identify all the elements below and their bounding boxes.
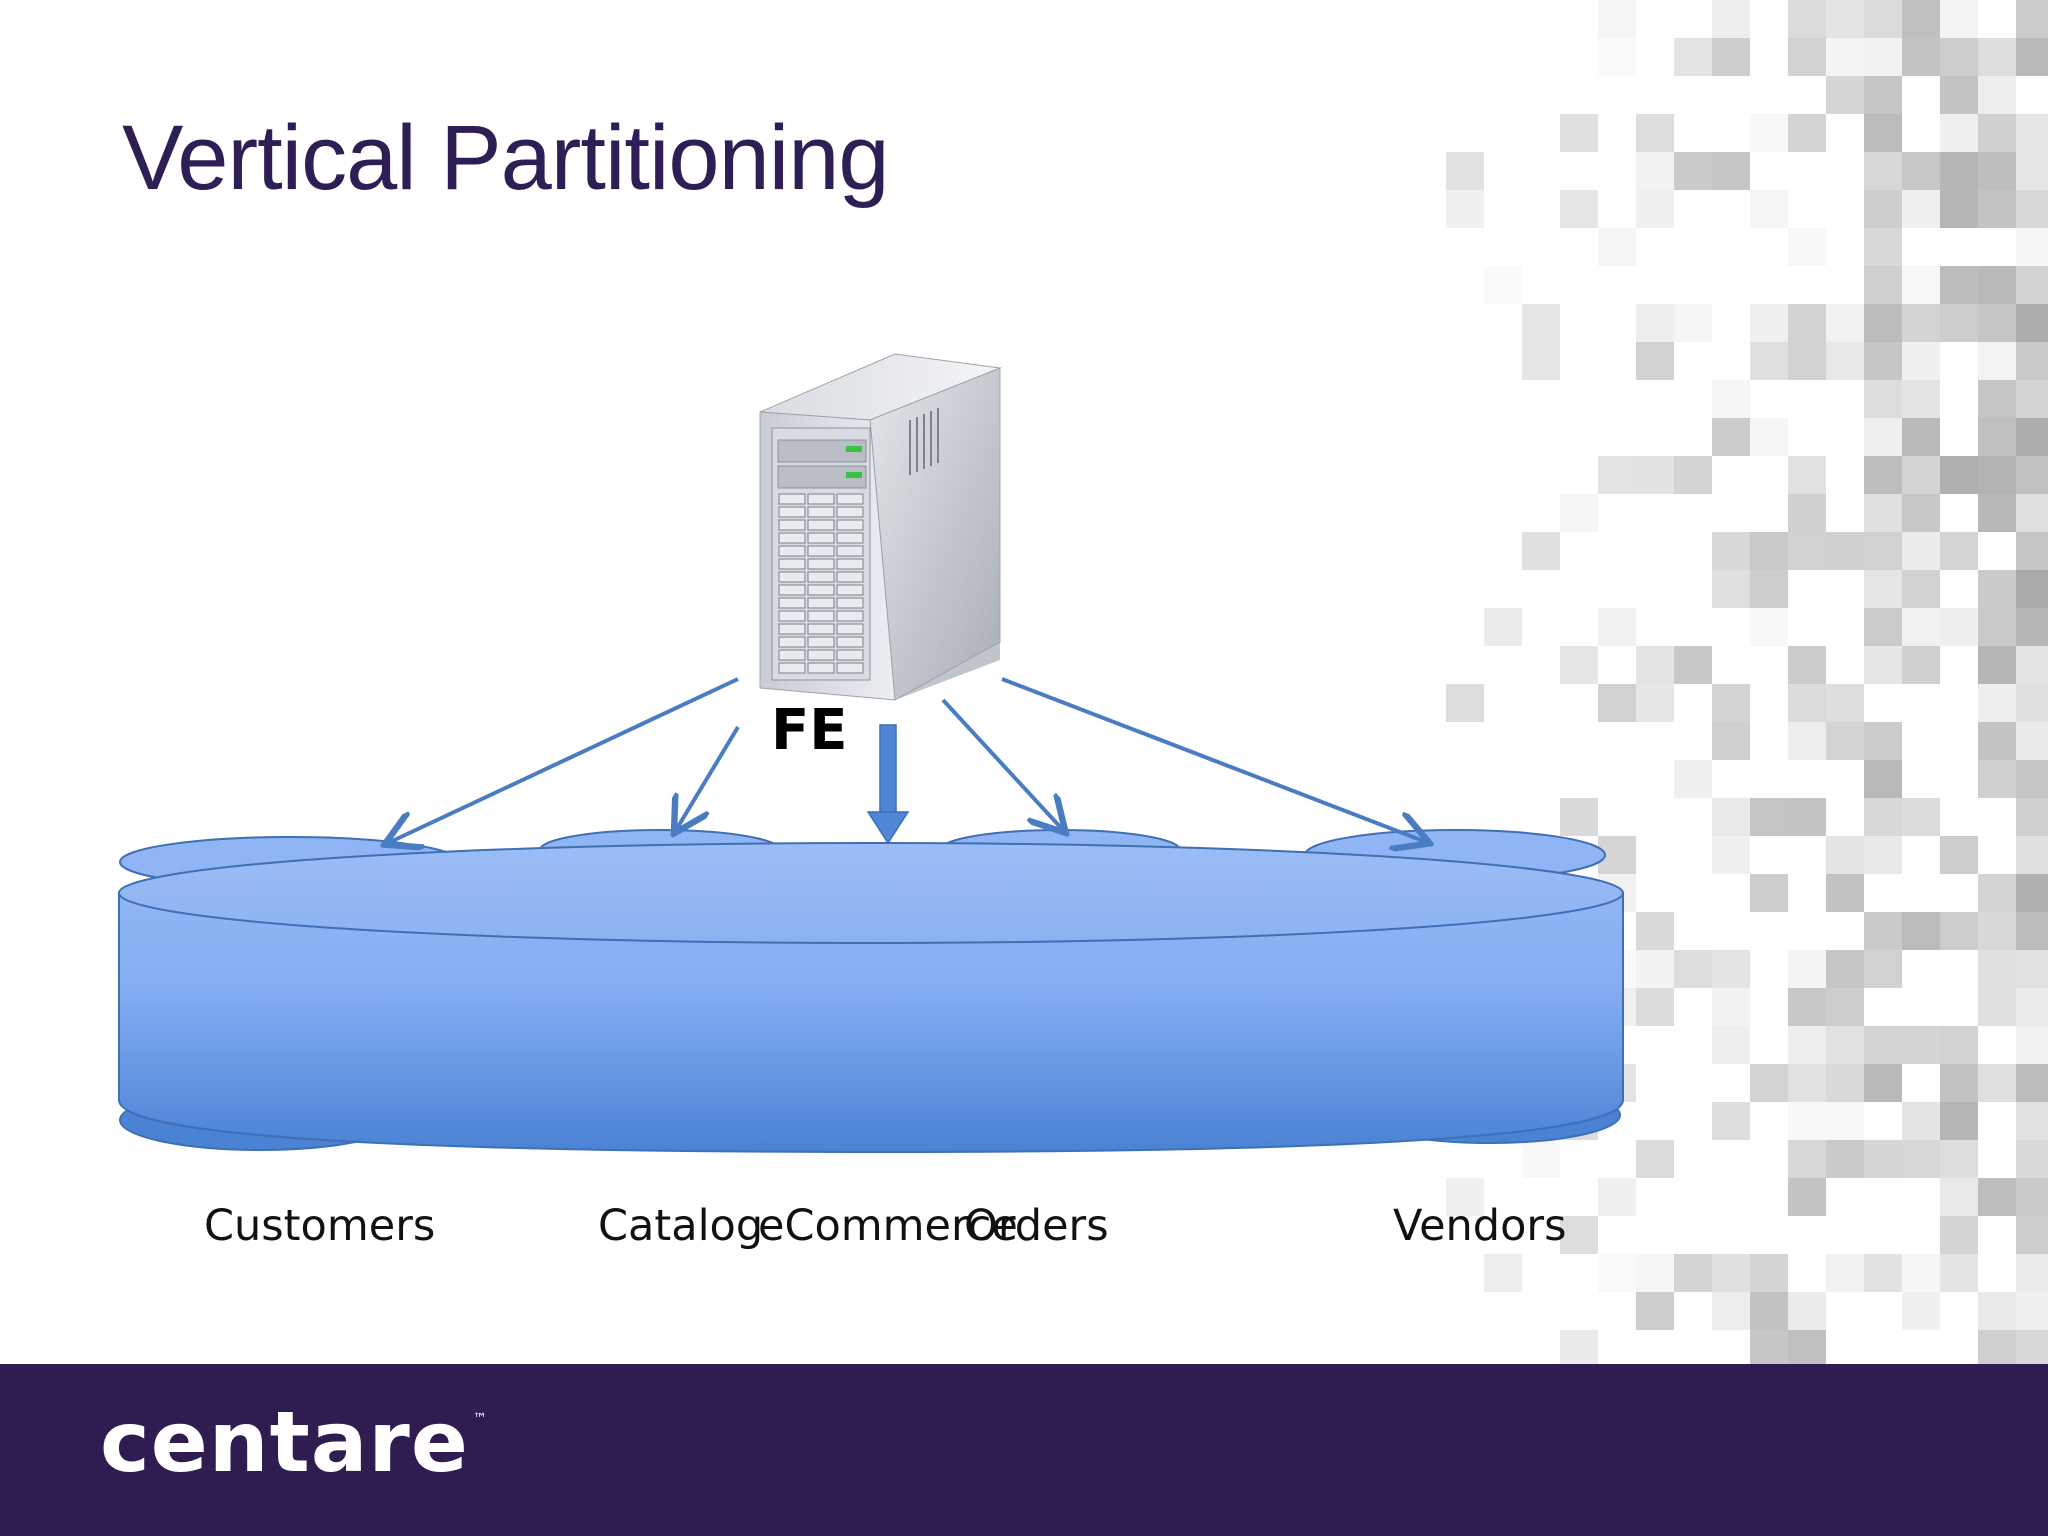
arrow-to-catalog: [676, 725, 740, 830]
database-cylinder-icon: [118, 829, 1624, 1154]
slide-title: Vertical Partitioning: [122, 107, 890, 209]
partition-label-catalog: Catalog: [598, 1201, 764, 1251]
arrow-to-customers: [388, 677, 739, 843]
partition-label-customers: Customers: [204, 1201, 436, 1251]
arrow-to-orders: [941, 698, 1063, 830]
partition-label-orders: Orders: [964, 1201, 1109, 1251]
connection-arrows: [388, 677, 1426, 843]
partition-label-ecommerce: eCommerce: [758, 1201, 1018, 1251]
arrow-to-vendors: [1001, 677, 1426, 842]
footer-bar: [0, 1364, 2048, 1536]
server-tower-icon: [759, 353, 1002, 701]
partition-label-vendors: Vendors: [1393, 1201, 1567, 1251]
arrow-to-ecommerce: [866, 724, 910, 845]
brand-name: centare: [100, 1393, 469, 1491]
trademark-mark: ™: [472, 1411, 488, 1427]
server-label: FE: [771, 698, 848, 763]
